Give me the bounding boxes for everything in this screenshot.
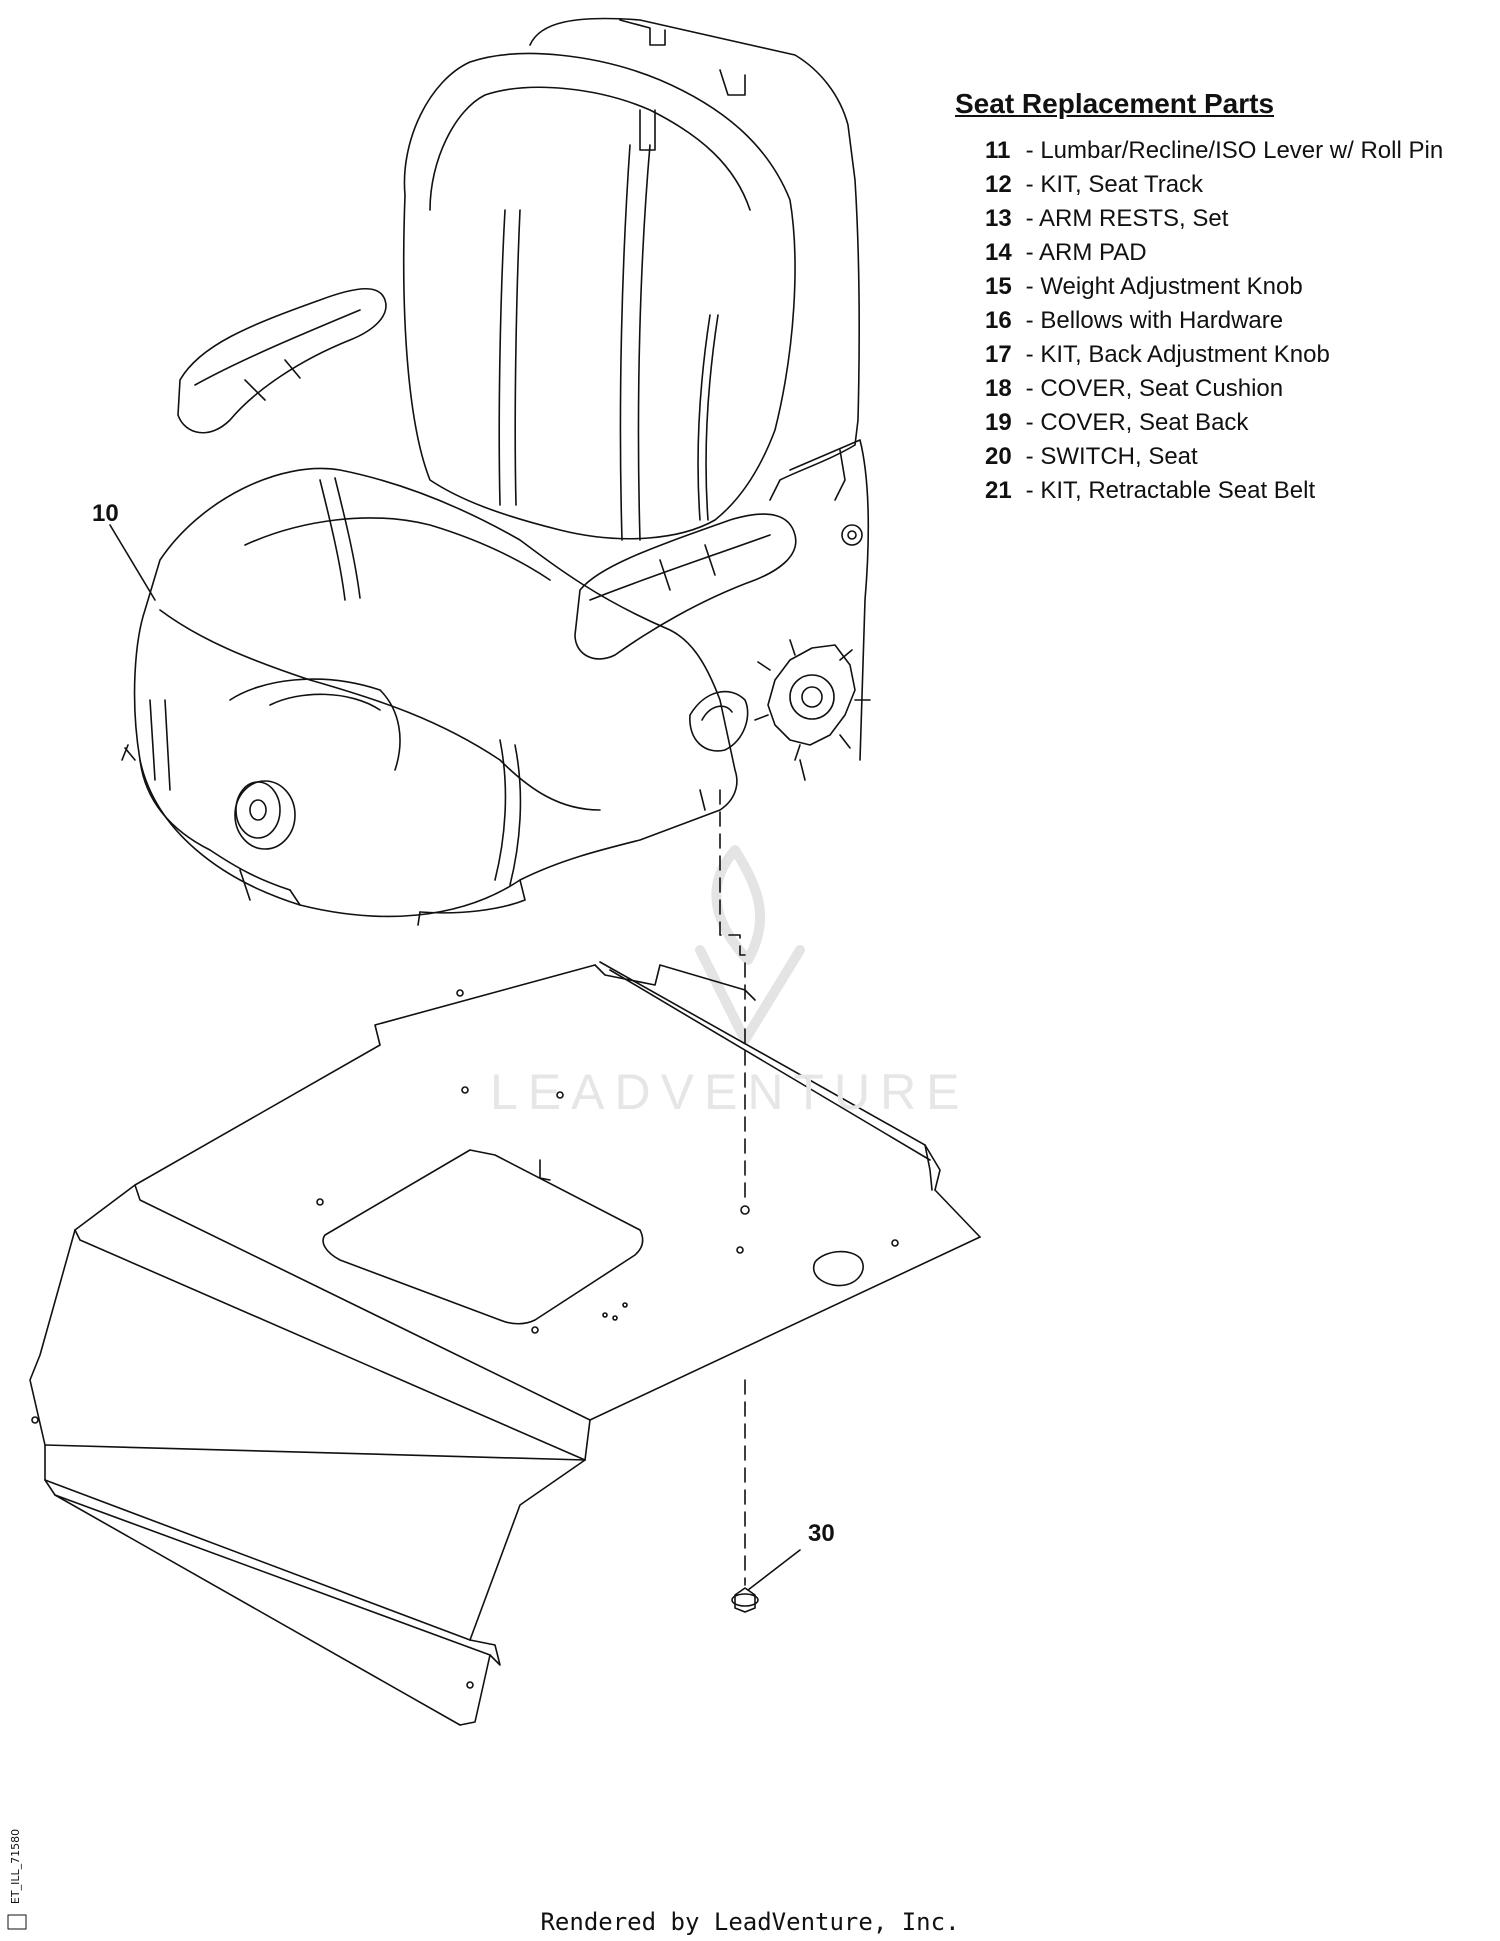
list-item: 14 - ARM PAD <box>985 236 1495 270</box>
part-number: 13 <box>985 205 1012 232</box>
part-number: 17 <box>985 341 1012 368</box>
part-description: - SWITCH, Seat <box>1025 443 1198 470</box>
gear-knob <box>754 639 871 761</box>
list-item: 18 - COVER, Seat Cushion <box>985 372 1495 406</box>
list-item: 20 - SWITCH, Seat <box>985 440 1495 474</box>
list-item: 12 - KIT, Seat Track <box>985 168 1495 202</box>
legend-title: Seat Replacement Parts <box>955 88 1275 119</box>
watermark-text: LEADVENTURE <box>490 1064 970 1120</box>
seat-assembly <box>121 17 871 926</box>
part-number: 21 <box>985 477 1012 504</box>
part-number: 16 <box>985 307 1012 334</box>
part-description: - COVER, Seat Back <box>1025 409 1249 436</box>
part-description: - KIT, Seat Track <box>1025 171 1204 198</box>
list-item: 13 - ARM RESTS, Set <box>985 202 1495 236</box>
leader-seat-to-plate <box>719 789 746 1206</box>
watermark-logo <box>695 845 805 1045</box>
list-item: 19 - COVER, Seat Back <box>985 406 1495 440</box>
part-number: 12 <box>985 171 1012 198</box>
part-description: - Bellows with Hardware <box>1025 307 1284 334</box>
list-item: 16 - Bellows with Hardware <box>985 304 1495 338</box>
part-number: 18 <box>985 375 1012 402</box>
list-item: 15 - Weight Adjustment Knob <box>985 270 1495 304</box>
parts-list: 11 - Lumbar/Recline/ISO Lever w/ Roll Pi… <box>955 134 1495 508</box>
callout-10-leader <box>109 524 156 601</box>
part-number: 15 <box>985 273 1012 300</box>
list-item: 21 - KIT, Retractable Seat Belt <box>985 474 1495 508</box>
callout-10[interactable]: 10 <box>92 500 119 527</box>
part-description: - COVER, Seat Cushion <box>1025 375 1284 402</box>
part-description: - Weight Adjustment Knob <box>1025 273 1303 300</box>
list-item: 17 - KIT, Back Adjustment Knob <box>985 338 1495 372</box>
part-description: - Lumbar/Recline/ISO Lever w/ Roll Pin <box>1025 137 1444 164</box>
part-number: 19 <box>985 409 1012 436</box>
part-description: - ARM PAD <box>1025 239 1147 266</box>
part-description: - KIT, Back Adjustment Knob <box>1025 341 1330 368</box>
part-number: 14 <box>985 239 1012 266</box>
list-item: 11 - Lumbar/Recline/ISO Lever w/ Roll Pi… <box>985 134 1495 168</box>
footer-credit: Rendered by LeadVenture, Inc. <box>540 1908 960 1936</box>
part-description: - KIT, Retractable Seat Belt <box>1025 477 1316 504</box>
flange-nut <box>731 1587 759 1613</box>
parts-legend: Seat Replacement Parts 11 - Lumbar/Recli… <box>955 88 1495 508</box>
part-number: 11 <box>985 137 1011 164</box>
part-description: - ARM RESTS, Set <box>1025 205 1229 232</box>
callout-30[interactable]: 30 <box>808 1520 835 1547</box>
callout-30-leader <box>747 1549 801 1591</box>
part-number: 20 <box>985 443 1012 470</box>
illustration-id: ET_ILL_71580 <box>9 1828 23 1905</box>
seat-plate <box>29 961 981 1726</box>
